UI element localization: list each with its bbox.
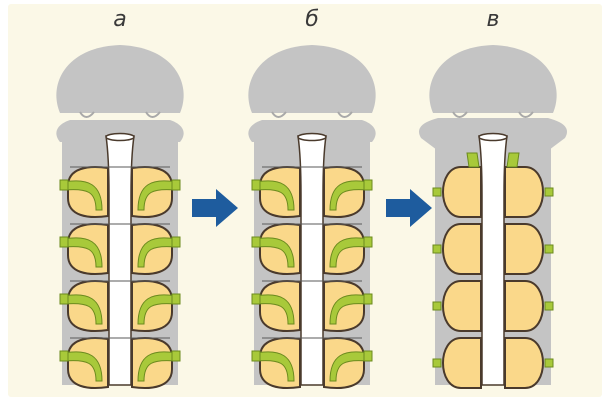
compartment — [443, 338, 481, 388]
channel-opening — [298, 134, 326, 141]
channel-opening — [106, 134, 134, 141]
arrow-b-to-c — [386, 189, 432, 227]
panel-a — [56, 45, 183, 388]
outlet-channel — [433, 359, 441, 367]
cap-shape — [429, 45, 556, 113]
arrow-a-to-b — [192, 189, 238, 227]
outlet-channel — [60, 180, 68, 190]
outlet-channel — [364, 180, 372, 190]
outlet-channel — [433, 245, 441, 253]
outlet-channel — [433, 188, 441, 196]
panel-b — [248, 45, 375, 388]
outlet-channel — [60, 237, 68, 247]
outlet-channel — [545, 188, 553, 196]
outlet-channel — [172, 294, 180, 304]
compartment — [505, 281, 543, 331]
channel-opening — [479, 134, 507, 141]
central-channel — [298, 136, 326, 385]
outlet-channel — [252, 237, 260, 247]
panel-c — [419, 45, 567, 388]
inlet-channel — [467, 153, 479, 167]
compartment — [443, 224, 481, 274]
outlet-channel — [433, 302, 441, 310]
outlet-channel — [172, 351, 180, 361]
central-channel — [106, 136, 134, 385]
outlet-channel — [364, 294, 372, 304]
outlet-channel — [364, 237, 372, 247]
outlet-channel — [364, 351, 372, 361]
compartment — [505, 338, 543, 388]
compartment — [505, 224, 543, 274]
outlet-channel — [545, 245, 553, 253]
compartment — [443, 281, 481, 331]
outlet-channel — [60, 351, 68, 361]
central-channel — [479, 136, 507, 385]
outlet-channel — [545, 302, 553, 310]
outlet-channel — [252, 351, 260, 361]
outlet-channel — [172, 180, 180, 190]
compartment — [505, 167, 543, 217]
outlet-channel — [545, 359, 553, 367]
outlet-channel — [172, 237, 180, 247]
outlet-channel — [252, 180, 260, 190]
cap-shape — [248, 45, 375, 113]
outlet-channel — [60, 294, 68, 304]
compartment — [443, 167, 481, 217]
inlet-channel — [507, 153, 519, 167]
outlet-channel — [252, 294, 260, 304]
cap-shape — [56, 45, 183, 113]
